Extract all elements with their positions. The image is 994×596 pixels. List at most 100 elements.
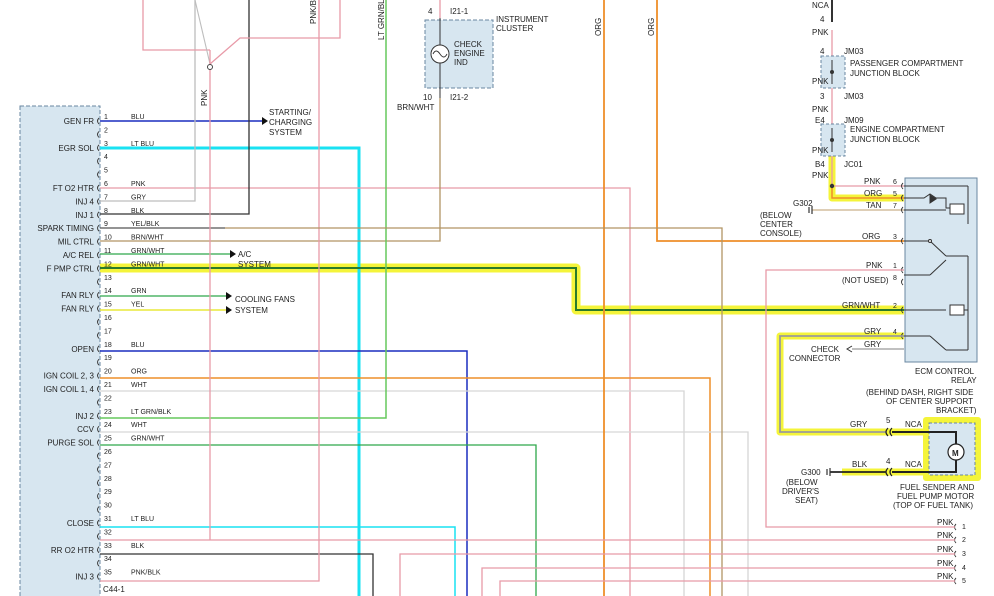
ecm-pin-terminal [97,345,100,353]
ecm-pin-signal: A/C REL [63,251,95,260]
pnk-splice-gray [194,0,211,65]
g302-label: G302 [793,199,813,208]
relay-pin-terminal [901,278,904,286]
wire-ign-coil-14 [100,390,685,596]
ecm-pin-terminal [97,372,100,379]
feed-nca-pin: 4 [820,15,825,24]
cluster-lamp-2: ENGINE [454,49,485,58]
cluster-wire: BRN/WHT [397,103,434,112]
relay-internals [904,185,969,351]
cluster-pin-top: 4 [428,7,433,16]
bus-wire: PNK [937,545,954,554]
ecm-pin-terminal [97,224,100,232]
bus-pin: 4 [962,565,966,572]
ecm-pin-terminal [97,305,100,312]
ecm-pin-signal: SPARK TIMING [37,224,94,233]
cluster-lamp-1: CHECK [454,40,483,49]
text-labels: STARTING/ CHARGING SYSTEM A/C SYSTEM COO… [103,0,977,594]
relay-pin-wire: ORG [864,189,882,198]
ecm-pin-wire: PNK [131,181,146,188]
ecm-pin-signal: INJ 3 [75,573,94,582]
ecm-pin-signal: INJ 4 [75,197,94,206]
ecm-pin-number: 13 [104,275,112,282]
relay-pin-number: 2 [893,303,897,310]
ecm-pin-terminal [97,533,100,540]
ecm-pin-terminal [97,265,100,272]
relay-pin-terminal [901,182,904,190]
wire-egr-sol [100,146,361,596]
ecm-pin-terminal [97,546,100,554]
ecm-pin-terminal [97,425,100,433]
wire-open [100,350,468,596]
arrow-cooling-2 [226,306,232,314]
ecm-pin-number: 33 [104,543,112,550]
relay-pin-wire: ORG [862,232,880,241]
ecm-box [19,105,101,596]
ecm-pin-wire: WHT [131,422,148,429]
top-wire-lt-grn-blk: LT GRN/BLK [377,0,386,40]
pump-blk-lead [892,460,957,473]
ecm-pin-signal: FT O2 HTR [53,184,94,193]
wire-f-pmp-ctrl [100,267,904,311]
ecm-pin-number: 19 [104,355,112,362]
relay-pin-number: 3 [893,234,897,241]
pump-wire-blk: BLK [852,460,868,469]
pump-pin-gry: 5 [886,416,891,425]
relay-pin-wire: TAN [866,201,882,210]
ecm-pin-number: 22 [104,395,112,402]
ecm-pin-wire: LT BLU [131,516,154,523]
ecm-pin-number: 23 [104,409,112,416]
ecm-pin-terminal [97,238,100,245]
ecm-pin-number: 8 [104,208,108,215]
g300-loc-1: (BELOW [786,478,818,487]
relay-pin-number: 6 [893,179,897,186]
pump-motor-letter: M [952,449,959,458]
g300-label: G300 [801,468,821,477]
jm09-title-1: ENGINE COMPARTMENT [850,125,945,134]
g302-ground-icon [808,206,813,214]
bus-pin: 1 [962,524,966,531]
jc01-pin: B4 [815,160,825,169]
ecm-pin-number: 2 [104,127,108,134]
ecm-wires [100,0,904,596]
wire-close [100,526,456,596]
ecm-pin-wire: GRN [131,288,147,295]
bus-wire: PNK [937,518,954,527]
ecm-pin-signal: RR O2 HTR [51,546,94,555]
ecm-pin-signal: FAN RLY [61,305,94,314]
jm03-title-2: JUNCTION BLOCK [850,69,920,78]
g300-ground-icon [826,468,831,476]
right-bus-lines [210,539,900,596]
ecm-pin-wire: BRN/WHT [131,235,164,242]
ecm-pin-terminal [97,399,100,406]
cooling-label-2: SYSTEM [235,306,268,315]
relay-pin-terminal [901,194,904,202]
ecm-pin-number: 3 [104,141,108,148]
pump-title-3: (TOP OF FUEL TANK) [893,501,973,510]
ecm-pin-number: 1 [104,114,108,121]
ecm-pin-terminal [97,452,100,460]
ecm-pin-terminal [97,131,100,138]
ecm-pin-wire: LT GRN/BLK [131,409,172,416]
check-connector-2: CONNECTOR [789,354,841,363]
ecm-pin-number: 6 [104,181,108,188]
check-connector-arrow [846,345,853,353]
cluster-title-2: CLUSTER [496,24,534,33]
g302-loc-2: CENTER [760,220,793,229]
feed-pnk-2: PNK [812,77,829,86]
jm03-title-1: PASSENGER COMPARTMENT [850,59,963,68]
feed-pnk-5: PNK [812,171,829,180]
ac-label-1: A/C [238,250,252,259]
jm09-pin: E4 [815,116,825,125]
wire-inj-3 [100,0,320,582]
pump-title-1: FUEL SENDER AND [900,483,975,492]
relay-pin-markers [901,182,904,340]
ecm-pin-number: 30 [104,503,112,510]
wire-ign-coil-23 [100,377,711,596]
ecm-pin-terminal [97,251,100,259]
top-wire-pnk: PNK [200,89,209,106]
ecm-pin-terminal [97,573,100,580]
ecm-pin-wire: WHT [131,382,148,389]
